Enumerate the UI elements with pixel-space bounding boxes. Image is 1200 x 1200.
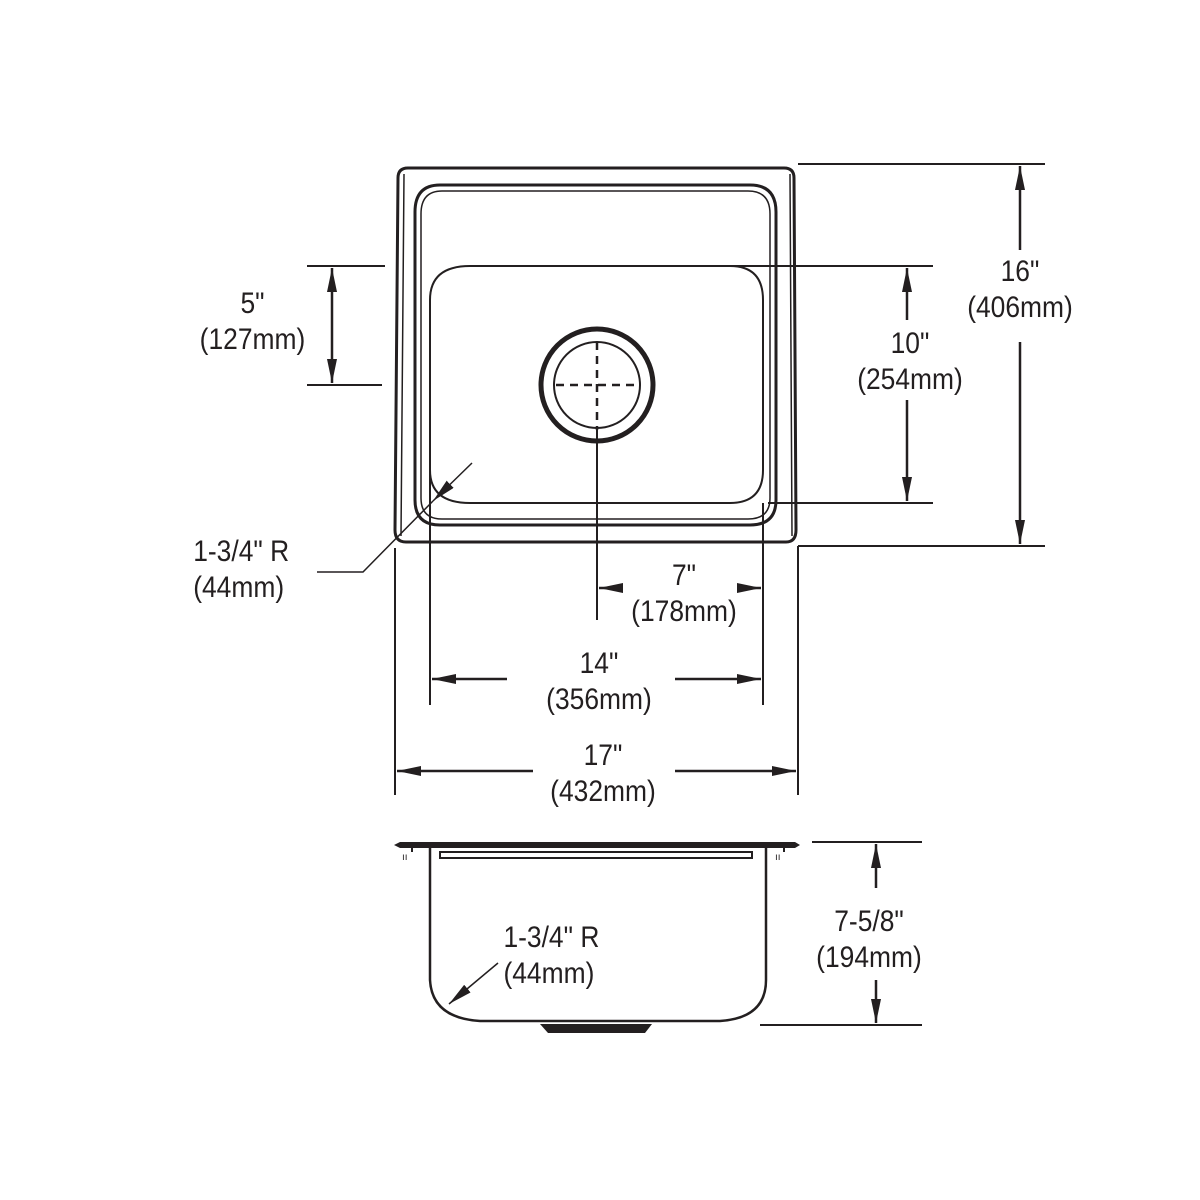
overall-length-label: 16" (406mm) (967, 254, 1073, 326)
overall-width-mm: (432mm) (550, 775, 656, 808)
bowl-length-mm: (254mm) (857, 363, 963, 396)
sink-outer-rim (393, 166, 798, 544)
corner-radius-top-mm: (44mm) (193, 571, 285, 604)
corner-radius-side-mm: (44mm) (503, 957, 595, 990)
svg-text:ıı: ıı (775, 852, 781, 863)
bowl-width-mm: (356mm) (546, 683, 652, 716)
bowl-depth-label: 7-5/8" (194mm) (814, 904, 925, 976)
sink-inner-rim (413, 183, 778, 527)
bowl-width-label: 14" (356mm) (544, 646, 655, 718)
drain-centerlines (556, 342, 640, 430)
side-rim (394, 842, 800, 848)
overall-width-label: 17" (432mm) (548, 738, 659, 810)
corner-radius-top-label: 1-3/4" R (44mm) (193, 534, 299, 606)
bowl-length-label: 10" (254mm) (857, 326, 963, 398)
bowl-width-inch: 14" (579, 647, 619, 680)
overall-width-inch: 17" (583, 739, 623, 772)
top-view (307, 163, 1045, 795)
drain-front-mm: (127mm) (199, 323, 306, 356)
corner-radius-side-label: 1-3/4" R (44mm) (503, 920, 612, 992)
drain-offset-mm: (178mm) (631, 595, 737, 628)
corner-radius-side-inch: 1-3/4" R (503, 921, 600, 954)
bowl-depth-mm: (194mm) (816, 941, 922, 974)
drain-front-label: 5" (127mm) (198, 286, 308, 358)
overall-length-mm: (406mm) (967, 291, 1073, 324)
drain-offset-inch: 7" (671, 559, 697, 592)
overall-length-inch: 16" (1000, 255, 1040, 288)
bowl-bottom-outline (429, 265, 764, 504)
drain-offset-label: 7" (178mm) (629, 558, 738, 630)
svg-text:ıı: ıı (402, 852, 408, 863)
corner-radius-top-inch: 1-3/4" R (193, 535, 290, 568)
side-bowl-profile (428, 848, 768, 1023)
side-drain (540, 1024, 652, 1033)
bowl-depth-inch: 7-5/8" (834, 905, 904, 938)
drain-front-inch: 5" (240, 287, 265, 320)
bowl-length-inch: 10" (890, 327, 930, 360)
side-view: ıı ıı (394, 841, 922, 1033)
